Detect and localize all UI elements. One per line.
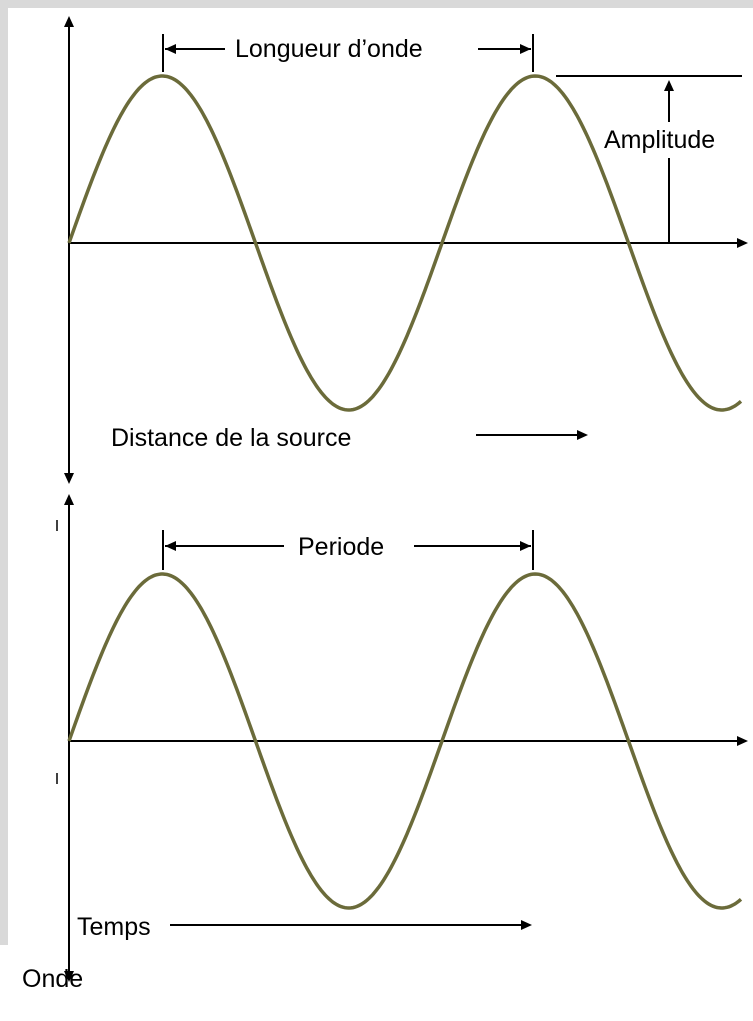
top-border xyxy=(0,0,753,8)
wavelength-arrow-left xyxy=(165,44,176,54)
bottom-x-axis-arrow xyxy=(737,736,748,746)
time-arrow-head xyxy=(521,920,532,930)
bottom-y-axis-arrow-down xyxy=(64,971,74,982)
distance-label: Distance de la source xyxy=(111,424,351,452)
top-y-axis-arrow-up xyxy=(64,16,74,27)
wavelength-arrow-right xyxy=(520,44,531,54)
top-y-axis-arrow-down xyxy=(64,473,74,484)
wavelength-label: Longueur d’onde xyxy=(235,35,423,63)
distance-arrow-head xyxy=(577,430,588,440)
top-panel: Longueur d’onde Amplitude Distance de la… xyxy=(64,16,748,484)
left-border xyxy=(0,0,8,945)
period-arrow-right xyxy=(520,541,531,551)
bottom-panel: Periode Temps xyxy=(56,494,748,982)
bottom-sine-wave xyxy=(67,572,743,910)
period-label: Periode xyxy=(298,533,384,561)
amplitude-arrow-up xyxy=(664,80,674,91)
figure-caption: Onde xyxy=(22,965,84,993)
top-sine-wave xyxy=(67,74,743,412)
top-x-axis-arrow xyxy=(737,238,748,248)
bottom-y-axis-arrow-up xyxy=(64,494,74,505)
period-arrow-left xyxy=(165,541,176,551)
amplitude-label: Amplitude xyxy=(604,126,715,154)
time-label: Temps xyxy=(77,913,151,941)
